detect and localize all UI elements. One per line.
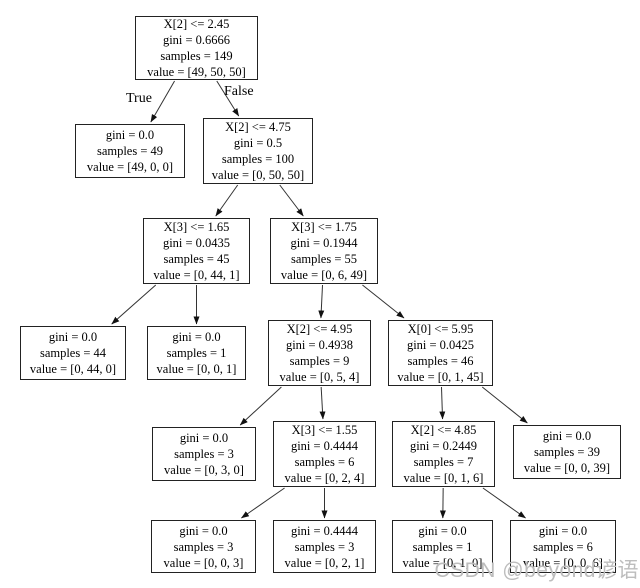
node-text-line: value = [0, 6, 49] — [280, 268, 368, 282]
tree-edge — [279, 184, 304, 217]
node-text-line: value = [0, 50, 50] — [211, 168, 305, 182]
node-text-line: samples = 6 — [533, 539, 593, 554]
tree-edge — [241, 487, 285, 519]
node-text-line: samples = 149 — [160, 49, 233, 63]
node-text-line: samples = 49 — [96, 144, 164, 158]
node-text-line: value = [0, 0, 1] — [156, 362, 237, 376]
node-text-line: samples = 9 — [289, 354, 350, 368]
tree-edge — [216, 80, 240, 117]
leaf-node: gini = 0.0 samples = 1 value = [0, 0, 1] — [147, 326, 246, 380]
tree-edge — [482, 487, 526, 519]
csdn-watermark: CSDN @beyond谚语 — [434, 559, 639, 582]
decision-node: X[3] <= 1.55 gini = 0.4444 samples = 6 valu… — [273, 421, 376, 487]
node-text-line: X[3] <= 1.75 — [291, 220, 357, 234]
node-text-line: value = [49, 50, 50] — [147, 65, 246, 79]
node-text-line: X[2] <= 4.95 — [286, 322, 353, 336]
node-text-line: gini = 0.4444 — [290, 523, 359, 538]
node-text-line: gini = 0.0 — [418, 523, 467, 538]
tree-edge — [318, 284, 325, 319]
node-text-line: value = [0, 44, 1] — [153, 268, 240, 282]
decision-node: X[0] <= 5.95 gini = 0.0425 samples = 46 val… — [388, 320, 493, 386]
leaf-node: gini = 0.0 samples = 44 value = [0, 44, 0] — [20, 326, 126, 380]
node-text-line: gini = 0.1944 — [290, 236, 358, 250]
decision-node: X[2] <= 4.95 gini = 0.4938 samples = 9 valu… — [268, 320, 371, 386]
node-text-line: gini = 0.0 — [542, 429, 592, 443]
node-text-line: value = [0, 44, 0] — [29, 362, 117, 376]
node-text-line: gini = 0.2449 — [409, 439, 478, 453]
leaf-node: gini = 0.0 samples = 3 value = [0, 3, 0] — [152, 427, 256, 481]
node-text-line: gini = 0.0435 — [162, 236, 231, 250]
node-text-line: samples = 44 — [39, 346, 107, 360]
node-text-line: value = [0, 1, 6] — [403, 471, 484, 485]
node-text-line: samples = 7 — [413, 455, 474, 469]
node-text-line: gini = 0.0 — [172, 330, 221, 344]
tree-edge — [111, 284, 157, 325]
leaf-node: gini = 0.0 samples = 39 value = [0, 0, 39] — [513, 425, 621, 479]
node-text-line: gini = 0.4938 — [285, 338, 354, 352]
tree-edge — [319, 386, 326, 420]
node-text-line: value = [0, 0, 39] — [523, 461, 611, 475]
edge-label-false: False — [224, 84, 254, 99]
node-text-line: X[3] <= 1.65 — [163, 220, 230, 234]
decision-node: X[2] <= 4.85 gini = 0.2449 samples = 7 valu… — [392, 421, 495, 487]
node-text-line: gini = 0.0 — [179, 523, 228, 538]
node-text-line: gini = 0.6666 — [162, 33, 231, 47]
node-text-line: value = [49, 0, 0] — [86, 160, 174, 174]
decision-node: X[3] <= 1.75 gini = 0.1944 samples = 55 val… — [270, 218, 378, 284]
node-text-line: X[3] <= 1.55 — [291, 423, 358, 437]
node-text-line: gini = 0.5 — [233, 136, 283, 150]
node-text-line: X[2] <= 4.75 — [225, 120, 291, 134]
node-text-line: samples = 3 — [173, 539, 234, 554]
tree-edge — [439, 386, 446, 420]
node-text-line: value = [0, 0, 6] — [523, 555, 603, 570]
edge-label-true: True — [126, 91, 152, 106]
node-text-line: samples = 46 — [407, 354, 474, 368]
node-text-line: gini = 0.0425 — [406, 338, 475, 352]
node-text-line: X[0] <= 5.95 — [407, 322, 474, 336]
node-text-line: samples = 100 — [221, 152, 295, 166]
node-text-line: samples = 39 — [533, 445, 601, 459]
tree-edge — [362, 284, 405, 319]
decision-node: X[2] <= 4.75 gini = 0.5 samples = 100 value… — [203, 118, 313, 184]
node-text-line: gini = 0.0 — [179, 431, 229, 445]
node-text-line: gini = 0.4444 — [290, 439, 359, 453]
node-text-line: value = [0, 3, 0] — [164, 463, 244, 477]
node-text-line: gini = 0.0 — [105, 128, 155, 142]
node-text-line: value = [0, 2, 1] — [284, 555, 365, 570]
node-text-line: samples = 45 — [163, 252, 230, 266]
node-text-line: samples = 6 — [294, 455, 355, 469]
node-text-line: samples = 55 — [290, 252, 358, 266]
node-text-line: value = [0, 1, 0] — [402, 555, 483, 570]
node-text-line: value = [0, 2, 4] — [284, 471, 365, 485]
tree-edge — [150, 80, 175, 123]
node-text-line: X[2] <= 2.45 — [163, 17, 230, 31]
node-text-line: samples = 1 — [166, 346, 227, 360]
node-text-line: samples = 3 — [174, 447, 234, 461]
tree-edge — [481, 386, 528, 424]
node-text-line: X[2] <= 4.85 — [410, 423, 477, 437]
node-text-line: value = [0, 0, 3] — [163, 555, 244, 570]
leaf-node: gini = 0.0 samples = 49 value = [49, 0, 0] — [75, 124, 185, 178]
node-text-line: value = [0, 1, 45] — [397, 370, 484, 384]
node-text-line: value = [0, 5, 4] — [279, 370, 360, 384]
tree-edge — [215, 184, 239, 217]
node-text-line: samples = 1 — [412, 539, 473, 554]
decision-node: X[2] <= 2.45 gini = 0.6666 samples = 149 va… — [135, 16, 258, 80]
node-text-line: gini = 0.0 — [538, 523, 588, 538]
node-text-line: gini = 0.0 — [48, 330, 98, 344]
decision-node: X[3] <= 1.65 gini = 0.0435 samples = 45 val… — [143, 218, 250, 284]
tree-edge — [239, 386, 282, 426]
node-text-line: samples = 3 — [294, 539, 355, 554]
